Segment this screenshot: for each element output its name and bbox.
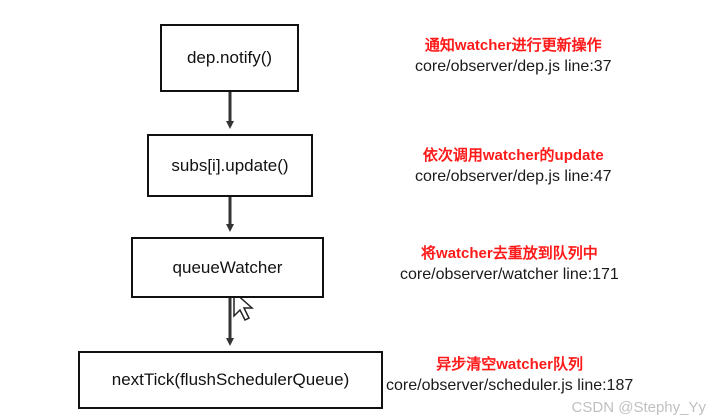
note-source-path: core/observer/dep.js line:47 — [415, 168, 612, 185]
step-note-4: 异步清空watcher队列 core/observer/scheduler.js… — [386, 355, 633, 397]
step-label: queueWatcher — [172, 257, 283, 277]
note-source-path: core/observer/watcher line:171 — [400, 266, 619, 283]
step-box-next-tick: nextTick(flushSchedulerQueue) — [78, 351, 383, 409]
step-label: nextTick(flushSchedulerQueue) — [111, 370, 350, 389]
step-note-3: 将watcher去重放到队列中 core/observer/watcher li… — [400, 244, 619, 286]
step-note-2: 依次调用watcher的update core/observer/dep.js … — [415, 146, 612, 188]
note-source-path: core/observer/dep.js line:37 — [415, 58, 612, 75]
step-label: subs[i].update() — [171, 155, 289, 175]
step-box-queue-watcher: queueWatcher — [131, 237, 324, 298]
note-description: 异步清空watcher队列 — [436, 356, 583, 373]
step-label: dep.notify() — [186, 48, 273, 67]
step-box-dep-notify: dep.notify() — [160, 24, 299, 92]
watermark: CSDN @Stephy_Yy — [571, 399, 706, 416]
note-description: 依次调用watcher的update — [422, 147, 604, 164]
note-description: 将watcher去重放到队列中 — [421, 245, 598, 262]
step-note-1: 通知watcher进行更新操作 core/observer/dep.js lin… — [415, 36, 612, 78]
step-box-subs-update: subs[i].update() — [147, 134, 313, 197]
note-source-path: core/observer/scheduler.js line:187 — [386, 377, 634, 394]
note-description: 通知watcher进行更新操作 — [424, 37, 602, 54]
mouse-cursor-icon — [233, 290, 254, 322]
